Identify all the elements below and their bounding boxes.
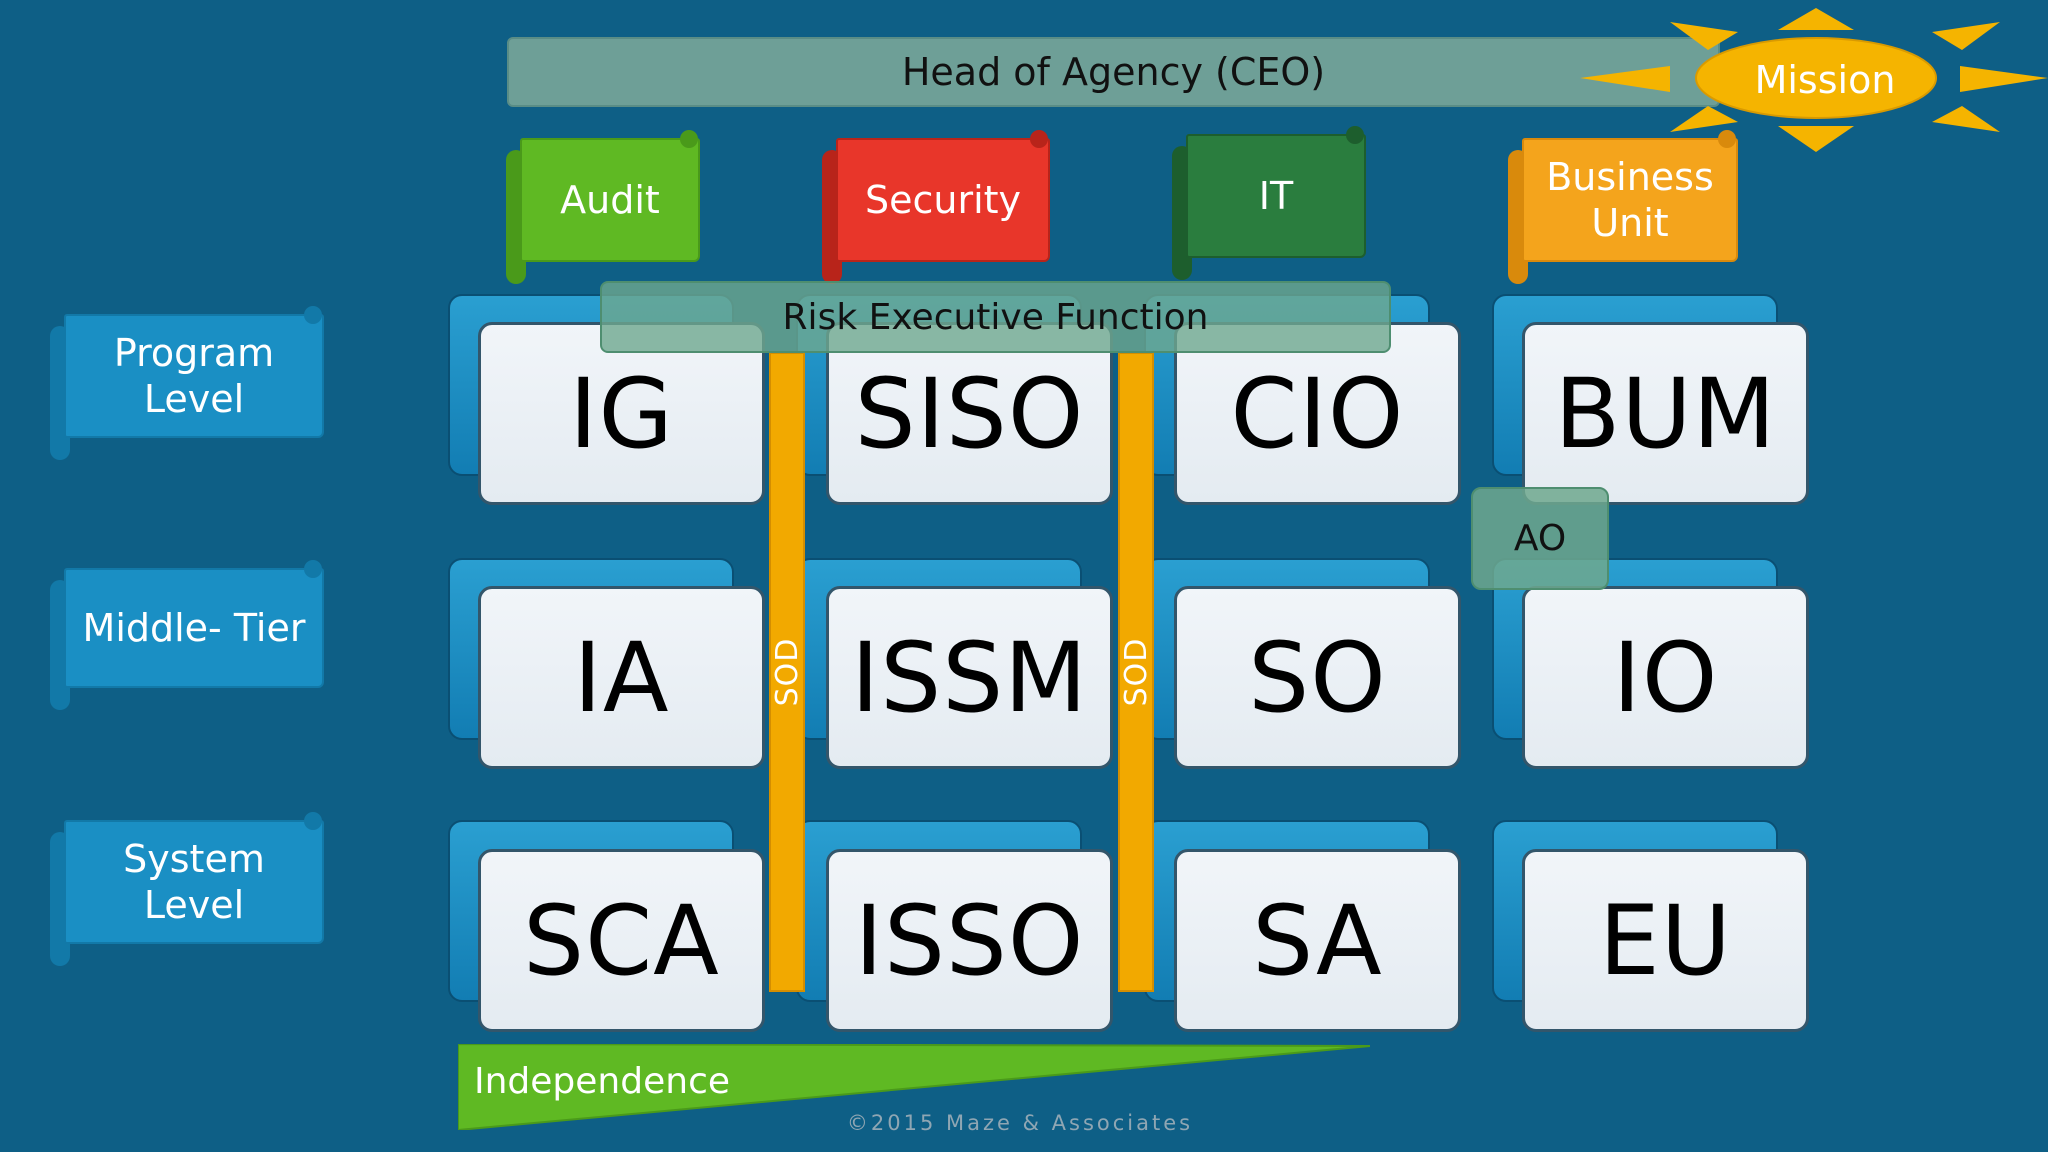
level-program-line1: Program	[113, 331, 275, 375]
level-system-line1: System	[123, 837, 265, 881]
flag-it: IT	[1172, 126, 1368, 280]
level-flag-system: System Level	[50, 812, 325, 966]
role-sca-label: SCA	[523, 884, 720, 997]
role-siso-label: SISO	[854, 357, 1085, 470]
flag-business-unit-label-line2: Unit	[1591, 201, 1669, 245]
role-ig-label: IG	[569, 357, 674, 470]
role-card-isso: ISSO	[826, 849, 1113, 1032]
sod-bar-right	[1118, 352, 1154, 992]
role-card-io: IO	[1522, 586, 1809, 769]
role-eu-label: EU	[1599, 884, 1732, 997]
level-system-line2: Level	[143, 883, 245, 927]
role-card-cio: CIO	[1174, 322, 1461, 505]
flag-security-label: Security	[864, 178, 1022, 222]
flag-security: Security	[822, 130, 1052, 284]
flag-business-unit-label-line1: Business	[1546, 155, 1714, 199]
flag-business-unit: Business Unit	[1508, 130, 1740, 284]
mission-label: Mission	[1754, 58, 1896, 102]
sod-label-right: SOD	[1118, 637, 1154, 707]
role-io-label: IO	[1612, 621, 1719, 734]
role-isso-label: ISSO	[854, 884, 1085, 997]
independence-label: Independence	[474, 1060, 731, 1102]
role-card-issm: ISSM	[826, 586, 1113, 769]
role-cio-label: CIO	[1230, 357, 1405, 470]
mission-sun-icon	[1580, 8, 2048, 152]
role-sa-label: SA	[1252, 884, 1383, 997]
independence-wedge	[458, 1044, 1370, 1130]
role-ia-label: IA	[573, 621, 670, 734]
role-bum-label: BUM	[1554, 357, 1777, 470]
role-card-so: SO	[1174, 586, 1461, 769]
risk-executive-function-label: Risk Executive Function	[782, 296, 1209, 338]
role-card-bum: BUM	[1522, 322, 1809, 505]
level-flag-program: Program Level	[50, 306, 325, 460]
head-of-agency-bar: Head of Agency (CEO)	[507, 37, 1720, 107]
role-issm-label: ISSM	[850, 621, 1088, 734]
role-card-sca: SCA	[478, 849, 765, 1032]
copyright-text: ©2015 Maze & Associates	[846, 1111, 1194, 1135]
role-card-ia: IA	[478, 586, 765, 769]
flag-it-label: IT	[1258, 174, 1294, 218]
sod-bar-left	[769, 352, 805, 992]
role-card-eu: EU	[1522, 849, 1809, 1032]
level-program-line2: Level	[143, 377, 245, 421]
sod-label-left: SOD	[769, 637, 805, 707]
role-card-sa: SA	[1174, 849, 1461, 1032]
risk-executive-function-bar: Risk Executive Function	[600, 281, 1391, 353]
role-so-label: SO	[1248, 621, 1387, 734]
level-flag-middle-tier: Middle- Tier	[50, 560, 325, 710]
flag-audit: Audit	[506, 130, 702, 284]
ao-box: AO	[1471, 487, 1609, 590]
flag-audit-label: Audit	[560, 178, 660, 222]
level-middle-tier-label: Middle- Tier	[82, 606, 306, 650]
head-of-agency-label: Head of Agency (CEO)	[901, 50, 1326, 94]
ao-label: AO	[1513, 518, 1567, 559]
